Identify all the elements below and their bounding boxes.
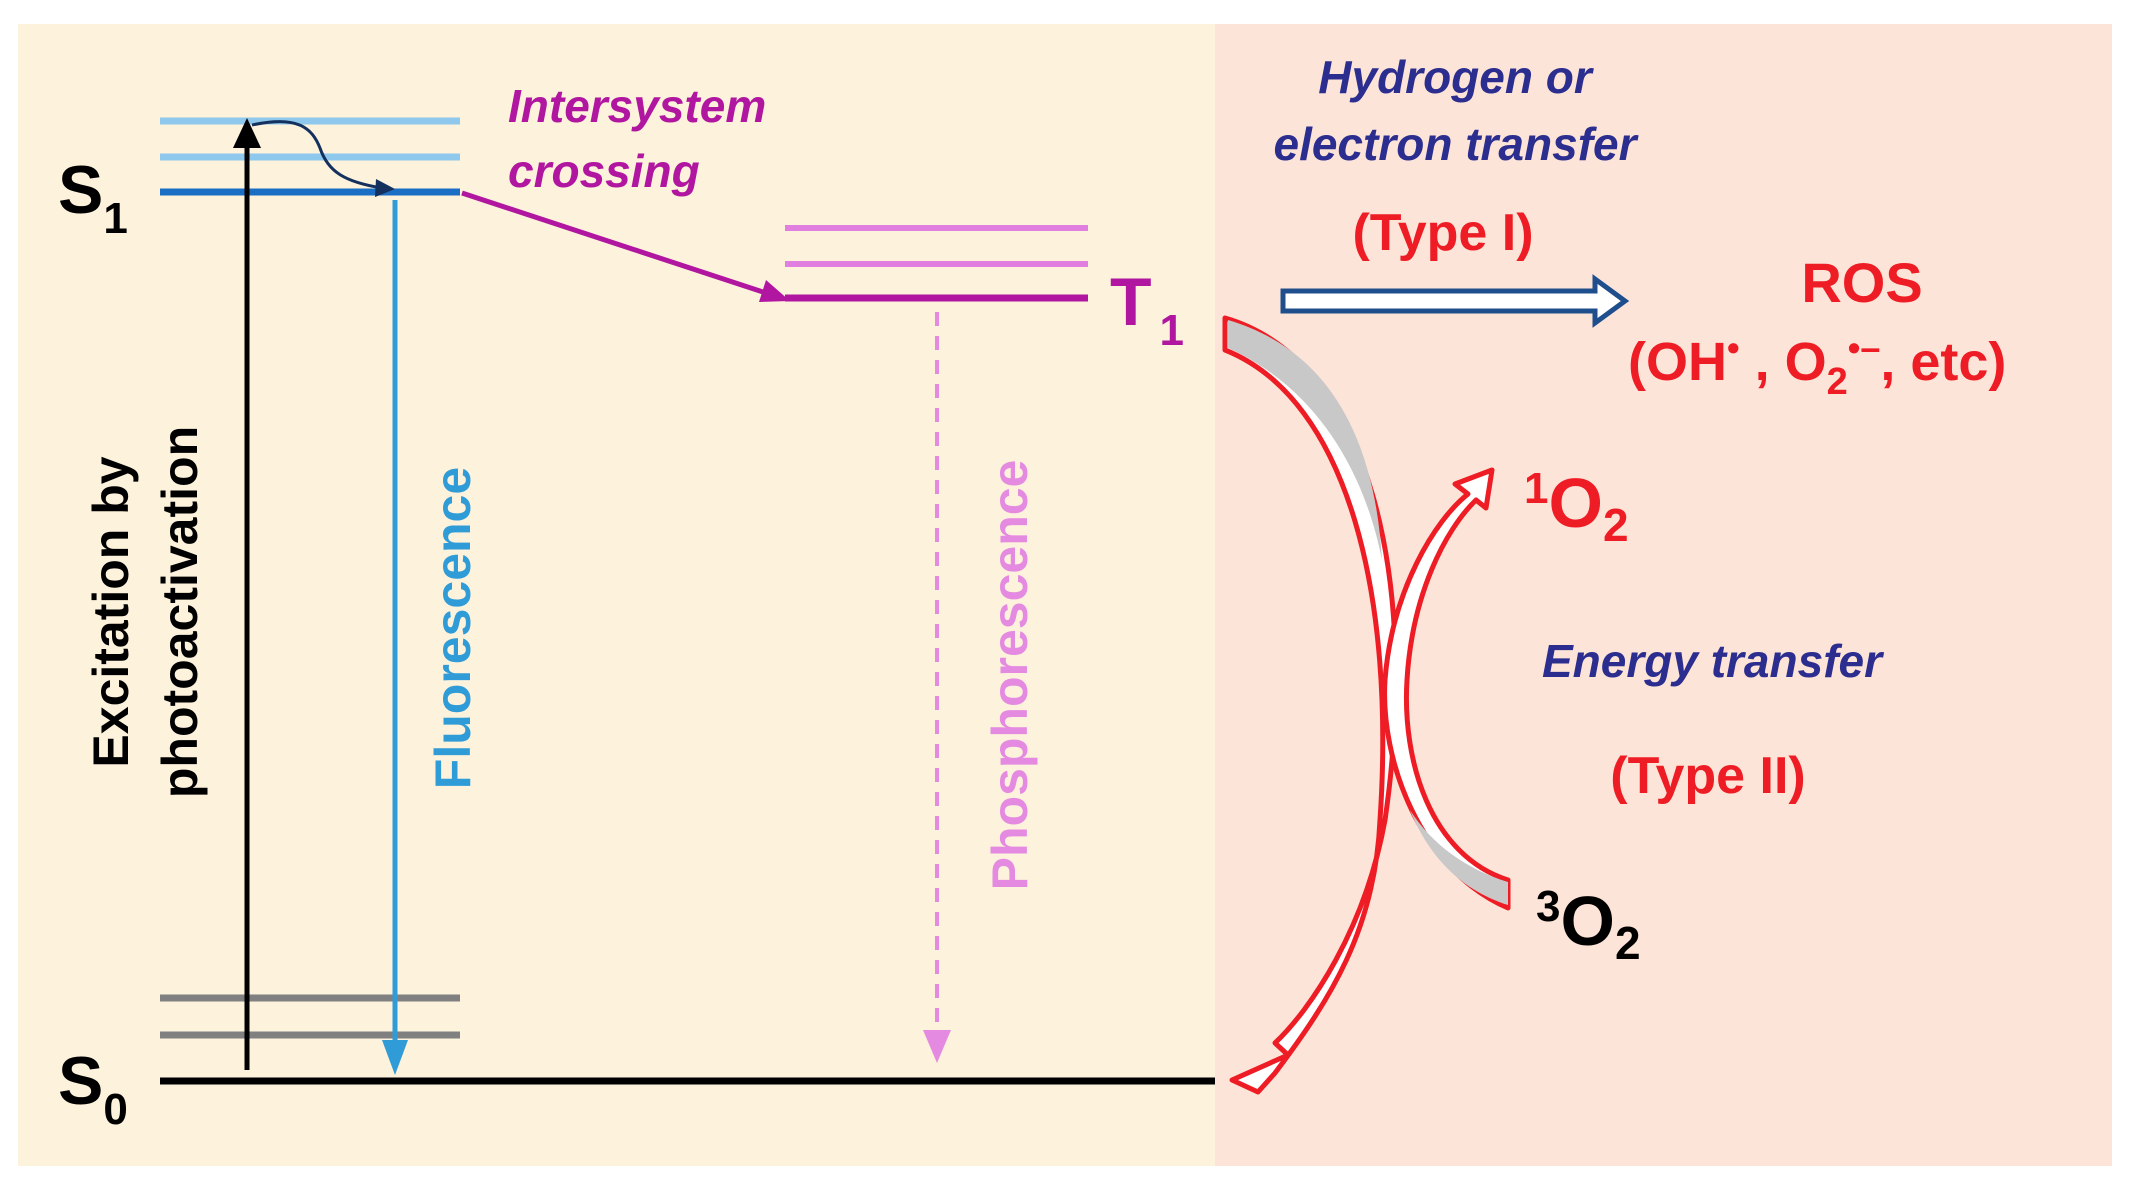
hydrogen-electron-transfer-label-line2: electron transfer bbox=[1273, 118, 1638, 170]
hydrogen-electron-transfer-label-line1: Hydrogen or bbox=[1318, 51, 1594, 103]
left-panel-background bbox=[18, 24, 1215, 1166]
excitation-arrowhead bbox=[233, 118, 261, 148]
s1-label-subscript: 1 bbox=[103, 194, 127, 243]
internal-conversion-arrowhead bbox=[375, 179, 395, 197]
excitation-label-line1: Excitation by bbox=[83, 456, 139, 767]
phosphorescence-label: Phosphorescence bbox=[982, 460, 1038, 891]
ros-species-label: (OH• , O2•–, etc) bbox=[1628, 327, 2006, 403]
ros-label: ROS bbox=[1801, 251, 1922, 314]
ros-superoxide-radical: •– bbox=[1848, 327, 1881, 368]
intersystem-crossing-label-line1: Intersystem bbox=[508, 80, 766, 132]
ros-etc: , etc) bbox=[1880, 332, 2006, 392]
fluorescence-arrowhead bbox=[382, 1040, 408, 1075]
internal-conversion-arrow bbox=[251, 120, 383, 190]
energy-transfer-t1-to-s0-arrow bbox=[1222, 315, 1399, 1095]
triplet-oxygen-superscript: 3 bbox=[1536, 882, 1560, 931]
ros-o2-subscript: 2 bbox=[1827, 361, 1848, 403]
t1-label-subscript: 1 bbox=[1160, 306, 1184, 355]
singlet-oxygen-subscript: 2 bbox=[1603, 499, 1629, 551]
s0-label-subscript: 0 bbox=[103, 1085, 127, 1134]
intersystem-crossing-arrow bbox=[461, 190, 773, 298]
type-ii-label: (Type II) bbox=[1610, 747, 1805, 805]
triplet-oxygen-label: 3O2 bbox=[1536, 882, 1641, 969]
energy-transfer-3o2-to-1o2-arrow bbox=[1382, 467, 1511, 911]
excitation-label-line2: photoactivation bbox=[152, 426, 208, 798]
ros-comma-o: , O bbox=[1740, 332, 1827, 392]
energy-transfer-label: Energy transfer bbox=[1542, 635, 1884, 687]
intersystem-crossing-label-line2: crossing bbox=[508, 145, 700, 197]
type-i-arrow bbox=[1280, 274, 1630, 328]
right-panel-background bbox=[1215, 24, 2112, 1166]
energy-transfer-t1-shaded-band bbox=[1228, 320, 1382, 560]
s0-label: S0 bbox=[58, 1043, 128, 1134]
type-i-label: (Type I) bbox=[1352, 204, 1533, 262]
energy-transfer-3o2-shaded-band bbox=[1410, 810, 1508, 905]
phosphorescence-arrowhead bbox=[923, 1030, 951, 1063]
fluorescence-label: Fluorescence bbox=[425, 467, 481, 789]
s1-label: S1 bbox=[58, 152, 128, 243]
singlet-oxygen-superscript: 1 bbox=[1524, 464, 1548, 513]
intersystem-crossing-arrowhead bbox=[759, 280, 790, 302]
singlet-oxygen-label: 1O2 bbox=[1524, 464, 1629, 551]
triplet-oxygen-subscript: 2 bbox=[1615, 917, 1641, 969]
ros-hydroxyl-radical-dot: • bbox=[1727, 327, 1740, 368]
